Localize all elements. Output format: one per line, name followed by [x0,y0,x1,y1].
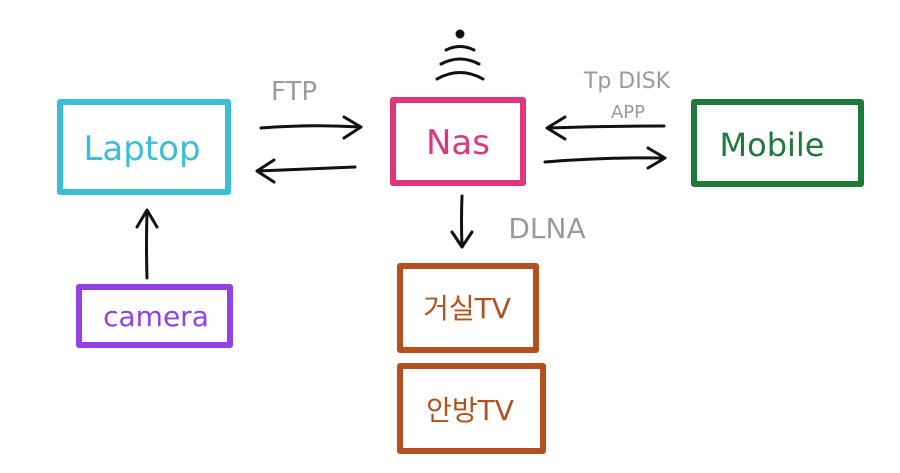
laptop-node: Laptop [57,99,231,195]
laptop-label: Laptop [83,129,200,169]
tv-room-box [397,363,546,454]
signal-arc-outer [435,71,485,81]
mobile-box [691,99,864,187]
signal-arc-middle [439,57,481,66]
camera-node: camera [76,284,233,348]
arrow-head [646,146,667,170]
signal-arc-inner [444,45,476,52]
arrow-nas-to-tv [450,194,474,249]
ftp-label: FTP [271,77,317,107]
arrow-mobile-to-nas [545,115,666,141]
tv-living-label: 거실TV [423,292,511,325]
arrow-laptop-to-nas [259,115,363,140]
signal-dot [455,29,465,39]
laptop-box [57,99,231,195]
arrow-shaft [259,124,362,130]
arrow-camera-to-laptop [135,208,159,280]
arrow-nas-to-mobile [543,146,667,170]
arrow-shaft [460,194,464,248]
arrow-head [342,115,363,140]
arrow-head [545,115,567,141]
tpdisk-label-line2: APP [611,102,645,123]
arrow-shaft [145,210,149,280]
mobile-node: Mobile [691,99,864,187]
nas-label: Nas [426,123,490,163]
wifi-signal-icon [435,29,485,81]
dlna-label: DLNA [508,212,585,245]
tv-living-box [397,263,539,353]
arrow-head [135,208,159,229]
arrow-shaft [543,156,666,164]
tv-room-label: 안방TV [426,394,514,427]
tv-room-node: 안방TV [397,363,546,454]
arrow-head [255,158,276,184]
tpdisk-label-line1: Tp DISK [583,69,671,94]
camera-label: camera [103,300,209,333]
arrow-head [450,230,474,249]
arrow-shaft [256,165,357,173]
arrow-nas-to-laptop [255,158,357,184]
tv-living-node: 거실TV [397,263,539,353]
nas-box [390,97,526,186]
mobile-label: Mobile [720,126,825,164]
arrow-shaft [546,124,666,130]
camera-box [76,284,233,348]
nas-node: Nas [390,97,526,186]
